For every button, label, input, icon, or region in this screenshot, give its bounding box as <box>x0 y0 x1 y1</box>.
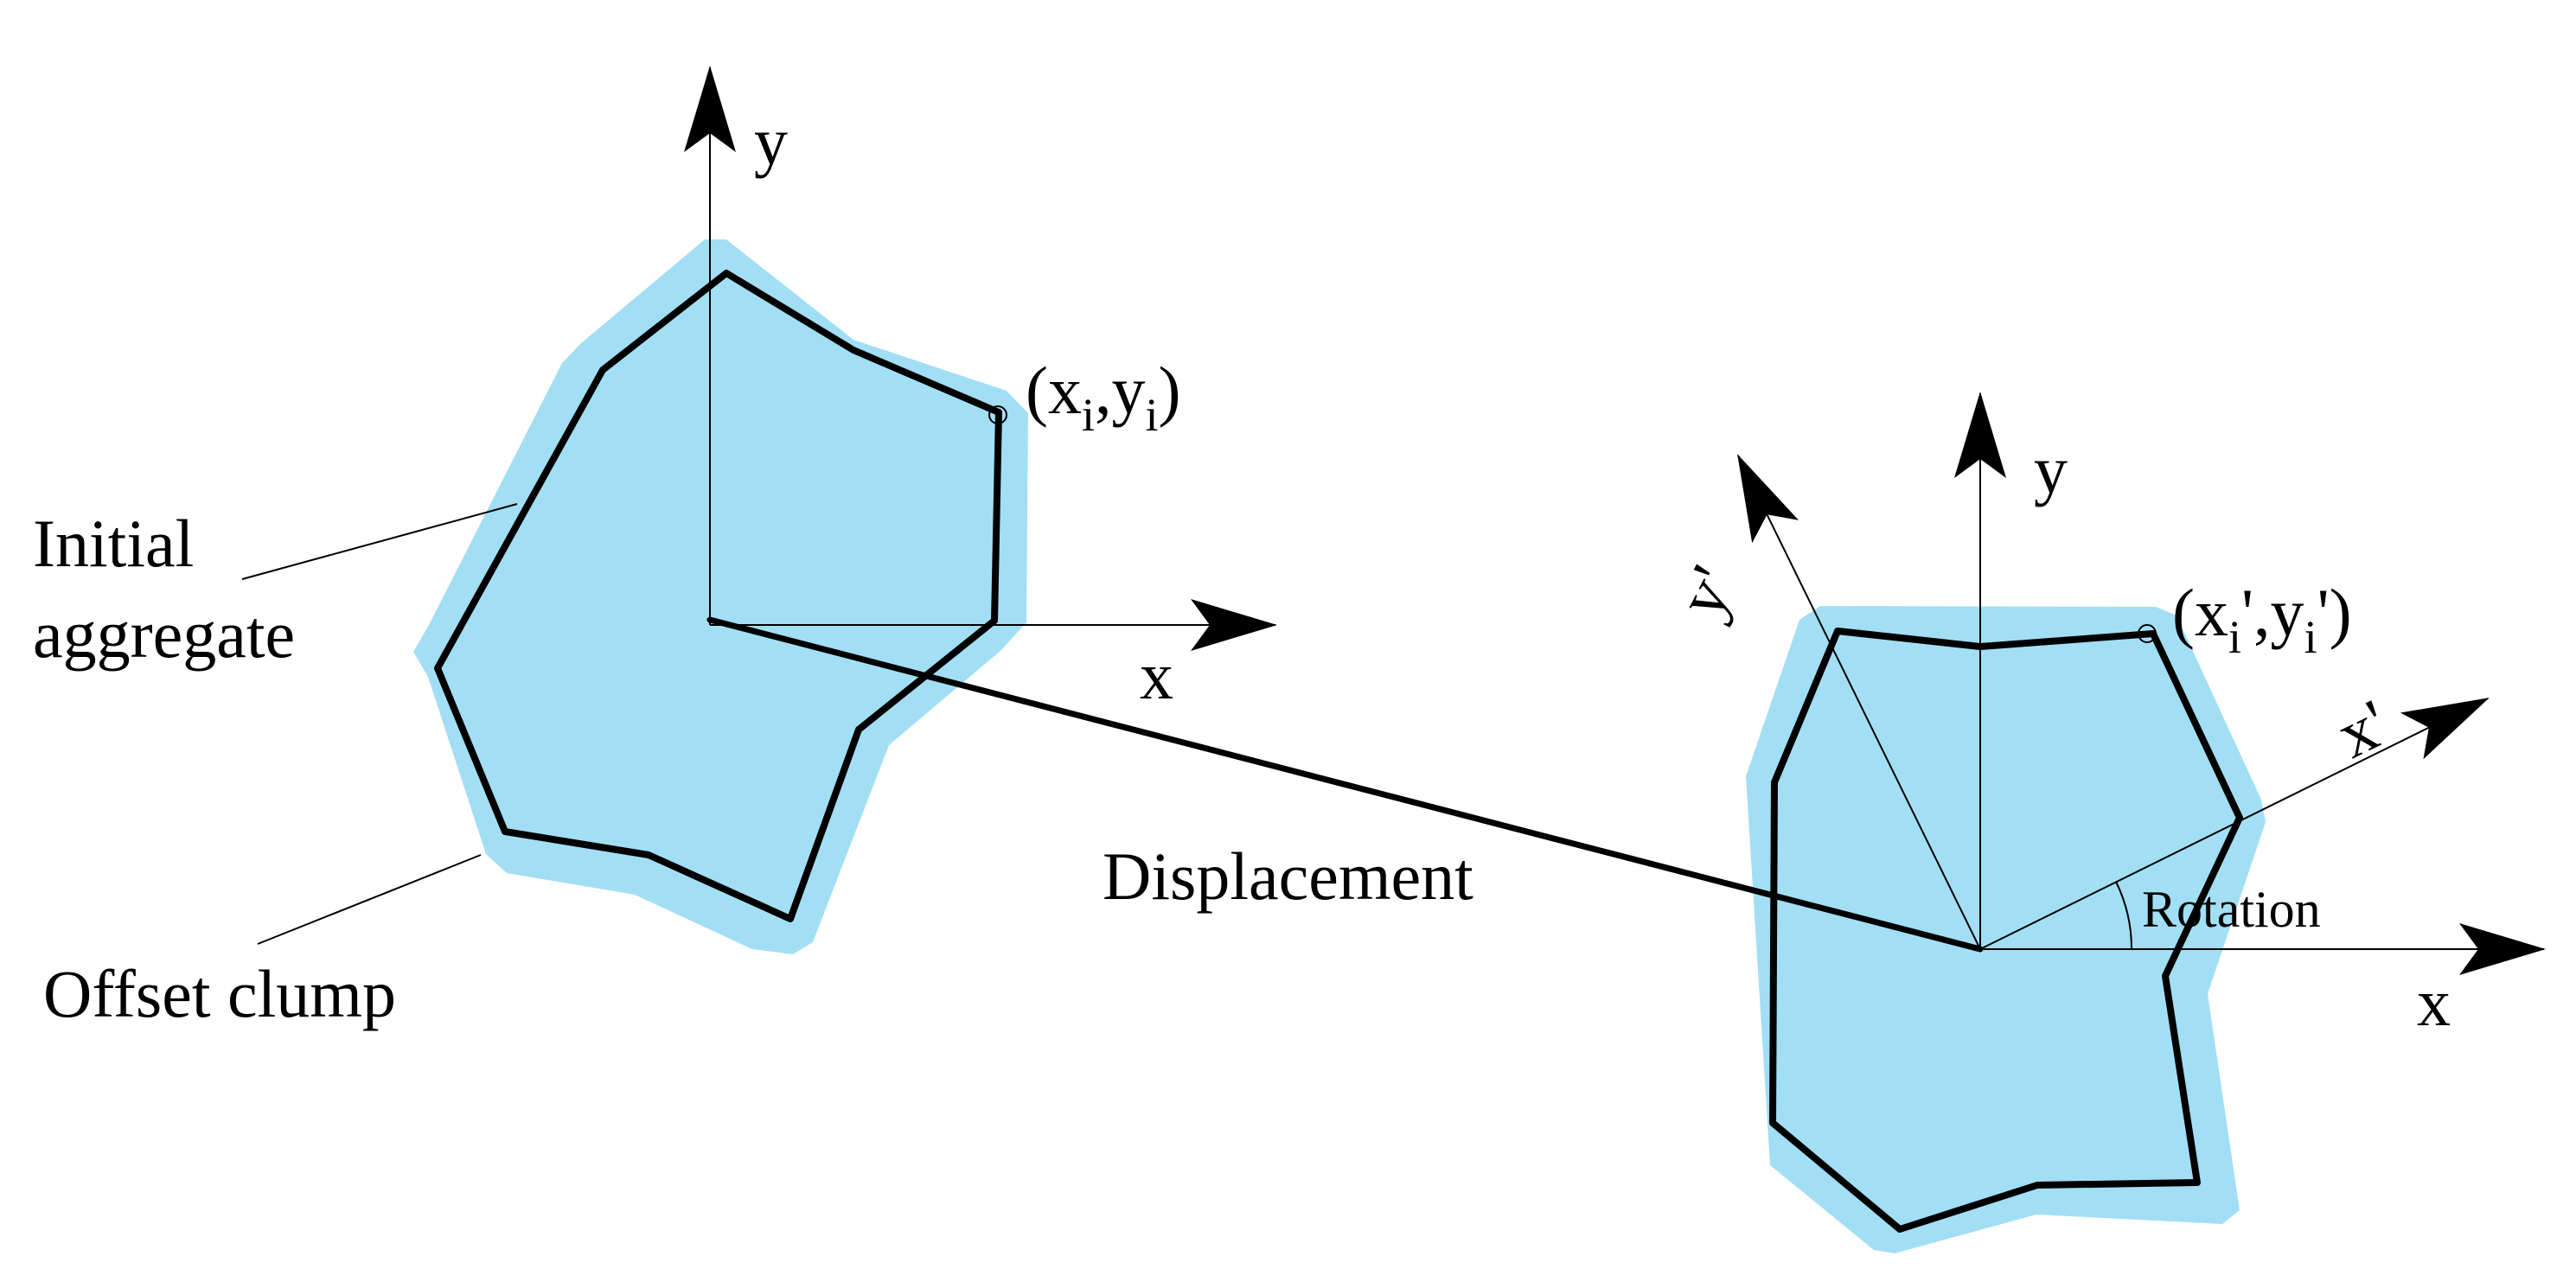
moved-offset-clump <box>1746 606 2266 1253</box>
rotated-x-prime-axis <box>1979 698 2490 950</box>
rotation-angle-arc <box>2115 881 2133 950</box>
initial-aggregate-group <box>413 239 1028 954</box>
offset-clump-leader <box>257 854 482 945</box>
displacement-line <box>706 616 1984 953</box>
rotated-y-prime-axis <box>1737 454 1981 950</box>
x-prime-label: x' <box>2325 685 2400 772</box>
moved-aggregate-outline <box>1769 628 2243 1233</box>
right-x-label: x <box>2417 965 2451 1040</box>
moved-aggregate-group <box>1746 606 2266 1253</box>
left-y-label: y <box>754 104 788 179</box>
initial-offset-clump <box>413 239 1028 954</box>
moved-vertex-label: (xi',yi') <box>2172 575 2352 663</box>
rotation-label: Rotation <box>2142 881 2321 938</box>
offset-clump-label: Offset clump <box>43 956 396 1031</box>
initial-vertex-label: (xi,yi) <box>1026 353 1181 441</box>
initial-aggregate-outline <box>434 270 1002 922</box>
initial-aggregate-label-line2: aggregate <box>33 596 295 672</box>
initial-vertex-marker-icon <box>988 405 1007 424</box>
y-prime-label: y' <box>1663 554 1751 629</box>
moved-vertex-marker-icon <box>2138 624 2157 643</box>
initial-aggregate-label-line1: Initial <box>33 506 194 581</box>
right-y-label: y <box>2034 432 2068 507</box>
initial-aggregate-leader <box>241 503 518 580</box>
left-x-label: x <box>1140 638 1173 713</box>
displacement-label: Displacement <box>1103 838 1473 914</box>
